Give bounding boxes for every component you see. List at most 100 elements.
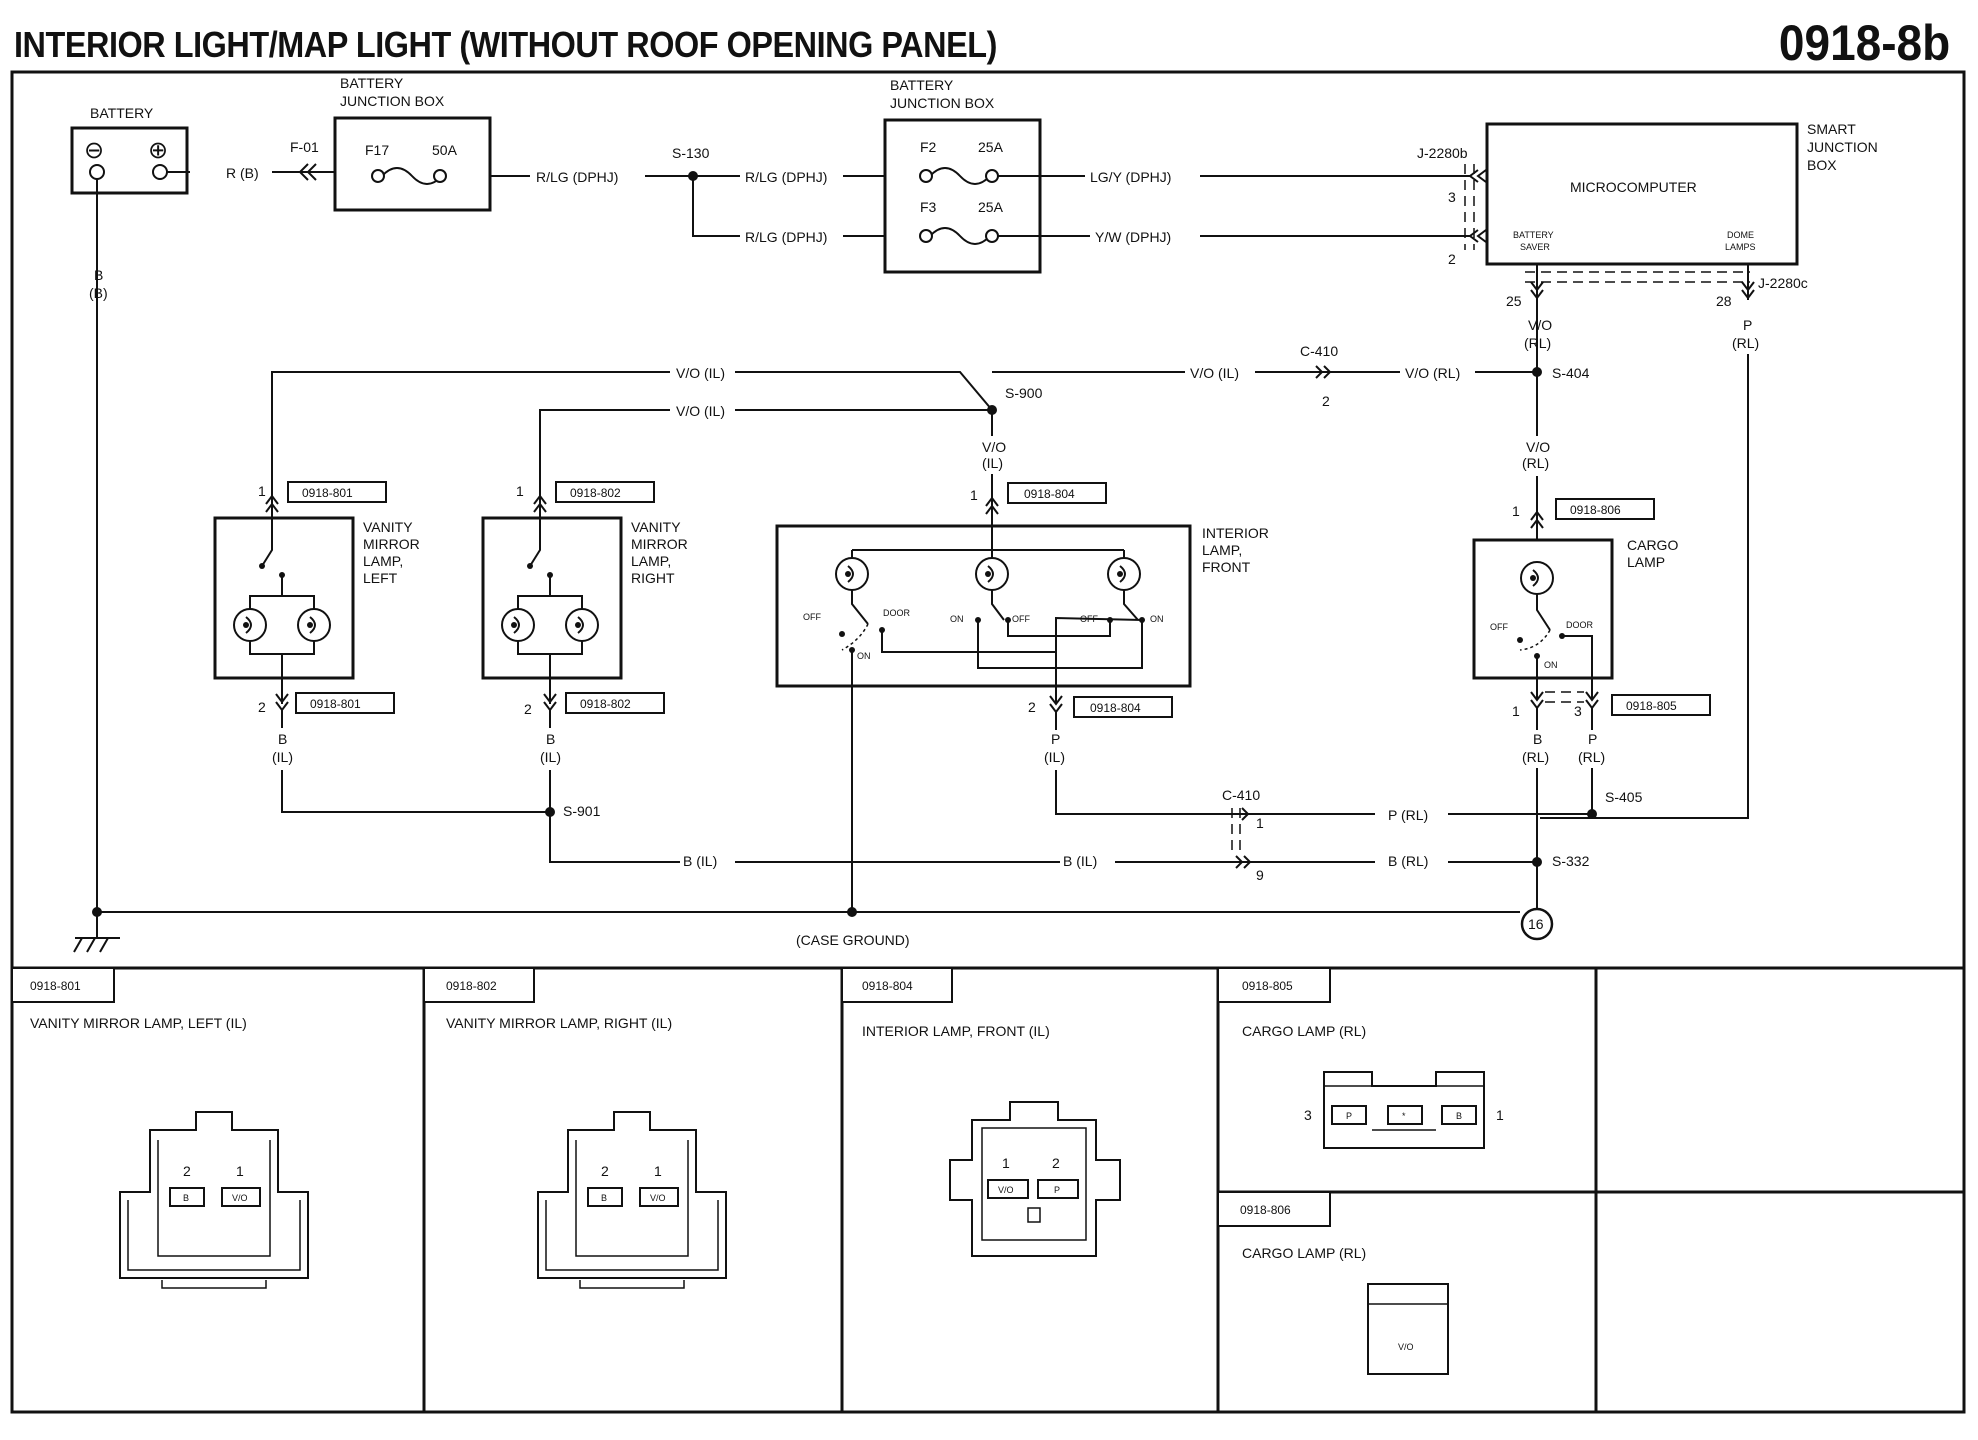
- fuse-f2-icon: [929, 167, 991, 185]
- svg-text:OFF: OFF: [803, 612, 821, 622]
- svg-text:*: *: [1402, 1111, 1406, 1121]
- connector-j2280b-pin3-icon: [1468, 169, 1487, 183]
- svg-text:25A: 25A: [978, 199, 1004, 215]
- connector-0918-804-icon: 1 2 V/O P: [949, 1101, 1121, 1257]
- connector-panel-0918-806: 0918-806 CARGO LAMP (RL) V/O: [1217, 1191, 1449, 1375]
- svg-text:0918-802: 0918-802: [570, 486, 621, 500]
- svg-text:C-410: C-410: [1300, 343, 1338, 359]
- vanity-mirror-lamp-right: 1 0918-802 VANITY MIRROR LAMP, RIGHT 2 0…: [481, 481, 688, 717]
- connector-f01-icon: [298, 163, 317, 181]
- svg-text:(B): (B): [89, 285, 108, 301]
- svg-text:2: 2: [1448, 251, 1456, 267]
- svg-text:(IL): (IL): [272, 749, 293, 765]
- svg-text:V/O (RL): V/O (RL): [1405, 365, 1460, 381]
- svg-text:B (RL): B (RL): [1388, 853, 1428, 869]
- svg-text:1: 1: [258, 483, 266, 499]
- svg-text:B (IL): B (IL): [1063, 853, 1097, 869]
- svg-text:F-01: F-01: [290, 139, 319, 155]
- svg-text:OFF: OFF: [1490, 622, 1508, 632]
- svg-text:B: B: [278, 731, 287, 747]
- svg-text:(IL): (IL): [540, 749, 561, 765]
- svg-text:2: 2: [1028, 699, 1036, 715]
- svg-text:LAMP,: LAMP,: [363, 553, 403, 569]
- svg-text:LAMPS: LAMPS: [1725, 242, 1756, 252]
- svg-text:C-410: C-410: [1222, 787, 1260, 803]
- svg-text:0918-802: 0918-802: [446, 979, 497, 993]
- svg-text:1: 1: [516, 483, 524, 499]
- connector-0918-801-icon: 2 1 B V/O: [119, 1111, 309, 1289]
- svg-text:R (B): R (B): [226, 165, 259, 181]
- svg-text:2: 2: [601, 1163, 609, 1179]
- svg-text:BOX: BOX: [1807, 157, 1837, 173]
- svg-text:0918-805: 0918-805: [1242, 979, 1293, 993]
- svg-text:1: 1: [1512, 503, 1520, 519]
- svg-text:V/O (IL): V/O (IL): [676, 365, 725, 381]
- svg-text:J-2280c: J-2280c: [1758, 275, 1808, 291]
- svg-text:2: 2: [1052, 1155, 1060, 1171]
- svg-text:S-332: S-332: [1552, 853, 1590, 869]
- svg-text:1: 1: [1002, 1155, 1010, 1171]
- svg-text:DOOR: DOOR: [883, 608, 911, 618]
- svg-text:R/LG (DPHJ): R/LG (DPHJ): [745, 229, 827, 245]
- fuse-f17-icon: [381, 167, 443, 185]
- svg-text:Y/W (DPHJ): Y/W (DPHJ): [1095, 229, 1171, 245]
- svg-text:J-2280b: J-2280b: [1417, 145, 1468, 161]
- svg-text:2: 2: [258, 699, 266, 715]
- svg-text:25: 25: [1506, 293, 1522, 309]
- svg-text:(RL): (RL): [1522, 455, 1549, 471]
- svg-text:9: 9: [1256, 867, 1264, 883]
- svg-text:0918-804: 0918-804: [1090, 701, 1141, 715]
- chassis-ground-icon: [73, 912, 120, 953]
- svg-text:1: 1: [1496, 1107, 1504, 1123]
- svg-text:VANITY: VANITY: [363, 519, 413, 535]
- svg-text:1: 1: [1512, 703, 1520, 719]
- svg-text:LAMP: LAMP: [1627, 554, 1665, 570]
- svg-text:F2: F2: [920, 139, 937, 155]
- svg-text:V/O: V/O: [1528, 317, 1552, 333]
- svg-text:P: P: [1588, 731, 1597, 747]
- svg-text:LAMP,: LAMP,: [1202, 542, 1242, 558]
- svg-text:0918-804: 0918-804: [1024, 487, 1075, 501]
- svg-text:VANITY: VANITY: [631, 519, 681, 535]
- svg-text:B: B: [601, 1193, 607, 1203]
- interior-lamp-front: 1 0918-804 INTERIOR LAMP, FRONT OFF DOOR…: [775, 482, 1269, 718]
- svg-text:B: B: [546, 731, 555, 747]
- battery-positive-icon: ⊕: [148, 137, 168, 164]
- svg-text:OFF: OFF: [1012, 614, 1030, 624]
- svg-text:B: B: [94, 267, 103, 283]
- svg-text:LEFT: LEFT: [363, 570, 398, 586]
- svg-text:CARGO LAMP (RL): CARGO LAMP (RL): [1242, 1245, 1366, 1261]
- svg-text:SMART: SMART: [1807, 121, 1856, 137]
- svg-text:B: B: [1533, 731, 1542, 747]
- svg-text:3: 3: [1448, 189, 1456, 205]
- svg-text:MICROCOMPUTER: MICROCOMPUTER: [1570, 179, 1697, 195]
- svg-text:V/O: V/O: [650, 1193, 666, 1203]
- svg-text:1: 1: [654, 1163, 662, 1179]
- svg-text:S-130: S-130: [672, 145, 710, 161]
- svg-text:DOME: DOME: [1727, 230, 1754, 240]
- svg-text:3: 3: [1574, 703, 1582, 719]
- svg-text:0918-801: 0918-801: [302, 486, 353, 500]
- svg-text:1: 1: [1256, 815, 1264, 831]
- svg-text:B: B: [1456, 1111, 1462, 1121]
- svg-text:P: P: [1054, 1185, 1060, 1195]
- connector-panel-0918-805: 0918-805 CARGO LAMP (RL) 3 1 P * B: [1217, 967, 1504, 1149]
- svg-text:0918-801: 0918-801: [30, 979, 81, 993]
- svg-text:2: 2: [183, 1163, 191, 1179]
- svg-text:RIGHT: RIGHT: [631, 570, 675, 586]
- svg-text:INTERIOR: INTERIOR: [1202, 525, 1269, 541]
- connector-panel-0918-804: 0918-804 INTERIOR LAMP, FRONT (IL) 1 2 V…: [841, 967, 1121, 1257]
- svg-text:DOOR: DOOR: [1566, 620, 1594, 630]
- vanity-mirror-lamp-left: 1 0918-801 VANITY MIRROR LAMP, LEFT 2 09…: [213, 481, 420, 715]
- connector-0918-805-icon: 3 1 P * B: [1304, 1071, 1504, 1149]
- connector-j2280b-pin2-icon: [1468, 229, 1487, 243]
- svg-text:V/O: V/O: [1398, 1342, 1414, 1352]
- svg-text:R/LG (DPHJ): R/LG (DPHJ): [745, 169, 827, 185]
- svg-text:ON: ON: [857, 651, 871, 661]
- svg-text:V/O (IL): V/O (IL): [676, 403, 725, 419]
- smart-junction-box: MICROCOMPUTER BATTERY SAVER DOME LAMPS S…: [1417, 121, 1878, 309]
- battery-negative-icon: ⊖: [84, 137, 104, 164]
- svg-text:0918-805: 0918-805: [1626, 699, 1677, 713]
- svg-text:B: B: [183, 1193, 189, 1203]
